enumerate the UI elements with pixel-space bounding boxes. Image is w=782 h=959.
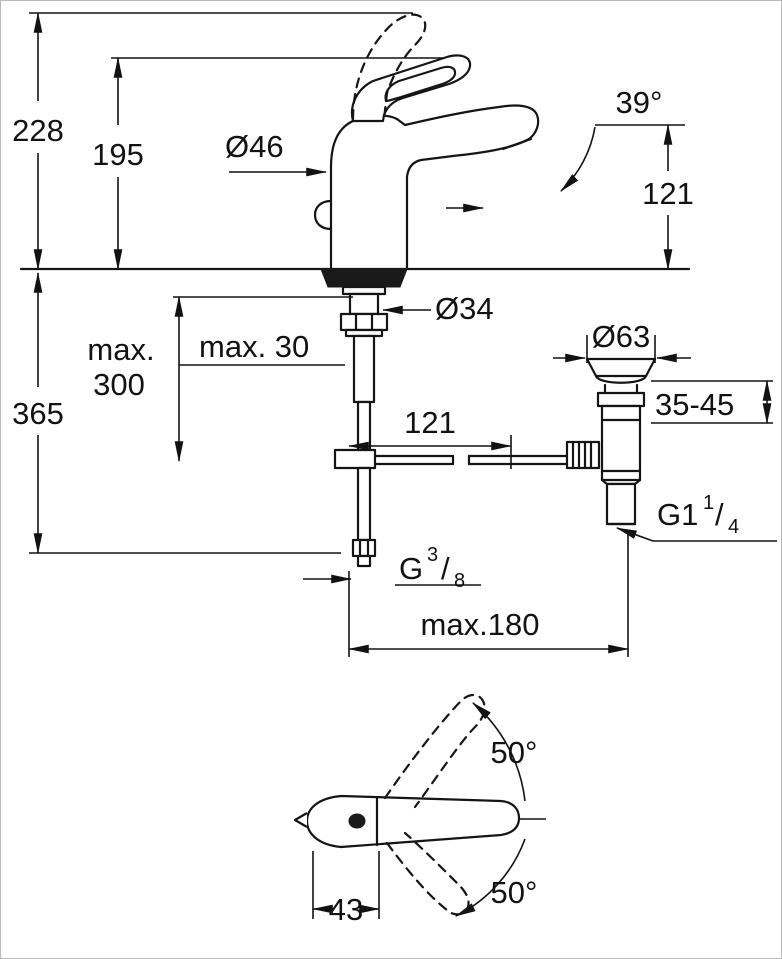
dim-rod-offset: 121 (347, 405, 513, 469)
waste-flange (585, 357, 657, 378)
dim-label-43: 43 (329, 892, 363, 927)
handle-indicator-dot (348, 813, 366, 829)
dim-max-depth: max. 300 (87, 295, 353, 463)
dim-outlet-height: 121 (642, 123, 694, 271)
handle-left-tab (293, 812, 308, 828)
swivel-up-arc (472, 702, 526, 802)
dim-below-height: 365 (12, 271, 341, 555)
base-escutcheon (320, 268, 408, 288)
dim-label-300: 300 (93, 367, 145, 402)
lever-handle-loop (384, 65, 457, 103)
horizontal-pull-rod (373, 454, 569, 466)
dim-label-d46: Ø46 (225, 129, 284, 164)
dim-label-121-offset: 121 (404, 405, 456, 440)
popup-rod-knob (313, 199, 333, 231)
dim-label-g114-base: G1 (657, 497, 698, 532)
dim-shank-diameter: Ø34 (381, 291, 494, 326)
dim-max-reach: max.180 (347, 531, 630, 657)
dim-label-max-word: max. (87, 332, 154, 367)
popup-waste-assembly (565, 357, 657, 526)
swivel-down-arc (454, 838, 526, 917)
dim-label-50-up: 50° (491, 735, 538, 770)
handle-down-position-dashed (385, 831, 470, 916)
dim-label-g38-base: G (399, 551, 423, 586)
dim-waste-thread: G1 1 / 4 (615, 492, 777, 542)
faucet-body-and-spout (329, 104, 540, 271)
faucet-front-view (313, 13, 569, 568)
waste-knurled-knob (565, 440, 601, 470)
dim-body-diameter: Ø46 (225, 129, 328, 177)
dim-height-total: 228 (12, 11, 413, 271)
waste-threaded-tail (605, 482, 637, 526)
dim-label-39deg: 39° (616, 85, 663, 120)
rod-tee-connector (333, 448, 377, 470)
dim-label-50-down: 50° (491, 875, 538, 910)
dim-label-max30: max. 30 (199, 329, 309, 364)
dim-label-g114-num: 1 (703, 492, 714, 514)
dim-label-g114-den: 4 (728, 516, 739, 538)
dim-counter-thickness: max. 30 (179, 329, 345, 366)
dim-label-d34: Ø34 (435, 291, 494, 326)
dim-label-g114-slash: / (715, 497, 724, 532)
lever-handle (350, 54, 472, 123)
dim-label-365: 365 (12, 396, 64, 431)
dim-label-195: 195 (92, 137, 144, 172)
dim-label-228: 228 (12, 113, 64, 148)
dim-handle-offset: 43 (311, 851, 381, 927)
dim-clamp-range: 35-45 (651, 379, 773, 425)
dim-spout-angle: 39° (560, 85, 685, 192)
waste-body (600, 404, 642, 482)
lever-handle-raised-dashed (351, 13, 427, 121)
braided-hose (352, 334, 376, 404)
mounting-nut (339, 312, 389, 332)
dim-label-max180: max.180 (421, 607, 540, 642)
dim-label-3545: 35-45 (655, 387, 734, 422)
dim-label-g38-slash: / (441, 551, 450, 586)
handle-side-view: 50° 50° (293, 693, 546, 917)
dim-hose-thread: G 3 / 8 (303, 544, 481, 592)
dim-flange-diameter: Ø63 (553, 319, 691, 363)
dim-height-body: 195 (92, 56, 444, 271)
handle-up-position-dashed (383, 693, 486, 809)
hose-end-nut (351, 538, 377, 558)
handle-side-outline (305, 794, 521, 849)
dim-label-g38-den: 8 (454, 570, 465, 592)
dim-label-121-right: 121 (642, 176, 694, 211)
dim-label-g38-num: 3 (427, 544, 438, 566)
dim-label-d63: Ø63 (592, 319, 651, 354)
threaded-shank (348, 292, 380, 316)
